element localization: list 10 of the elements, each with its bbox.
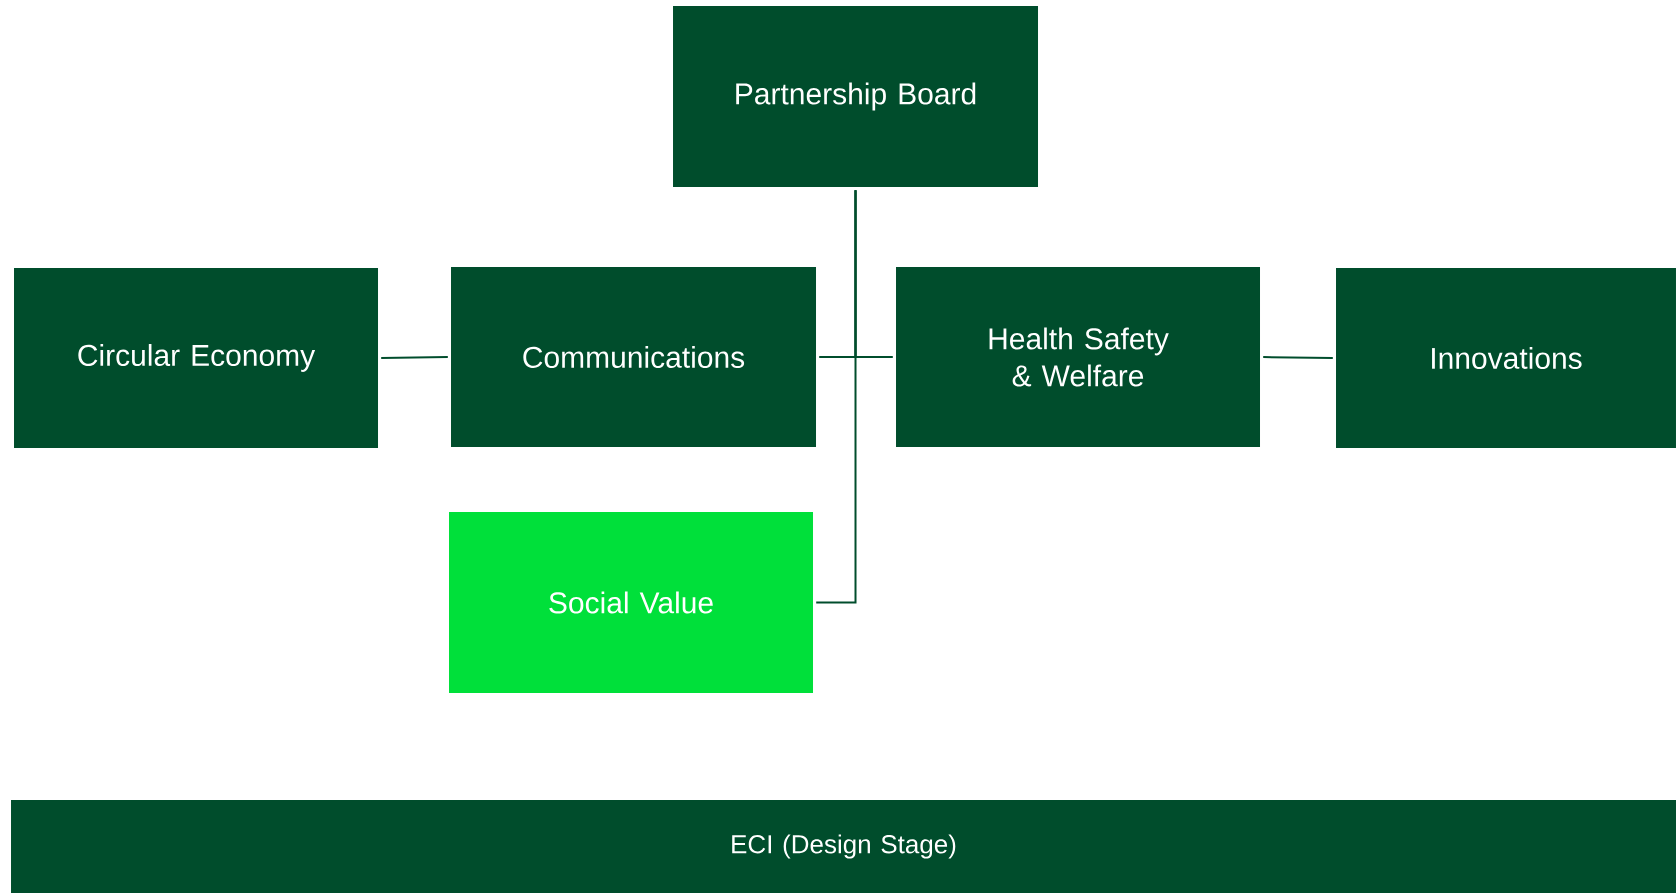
group-box: Communications — [451, 267, 816, 447]
connector-line — [380, 356, 449, 359]
stage-band: ECI (Design Stage) — [11, 800, 1676, 893]
group-box: Health Safety & Welfare — [896, 267, 1260, 447]
group-box: Circular Economy — [14, 268, 378, 448]
group-box: Innovations — [1336, 268, 1676, 448]
highlighted-box: Social Value — [449, 512, 813, 693]
connector-line — [1262, 356, 1334, 359]
connector-line — [815, 189, 857, 604]
board-box: Partnership Board — [673, 6, 1038, 187]
